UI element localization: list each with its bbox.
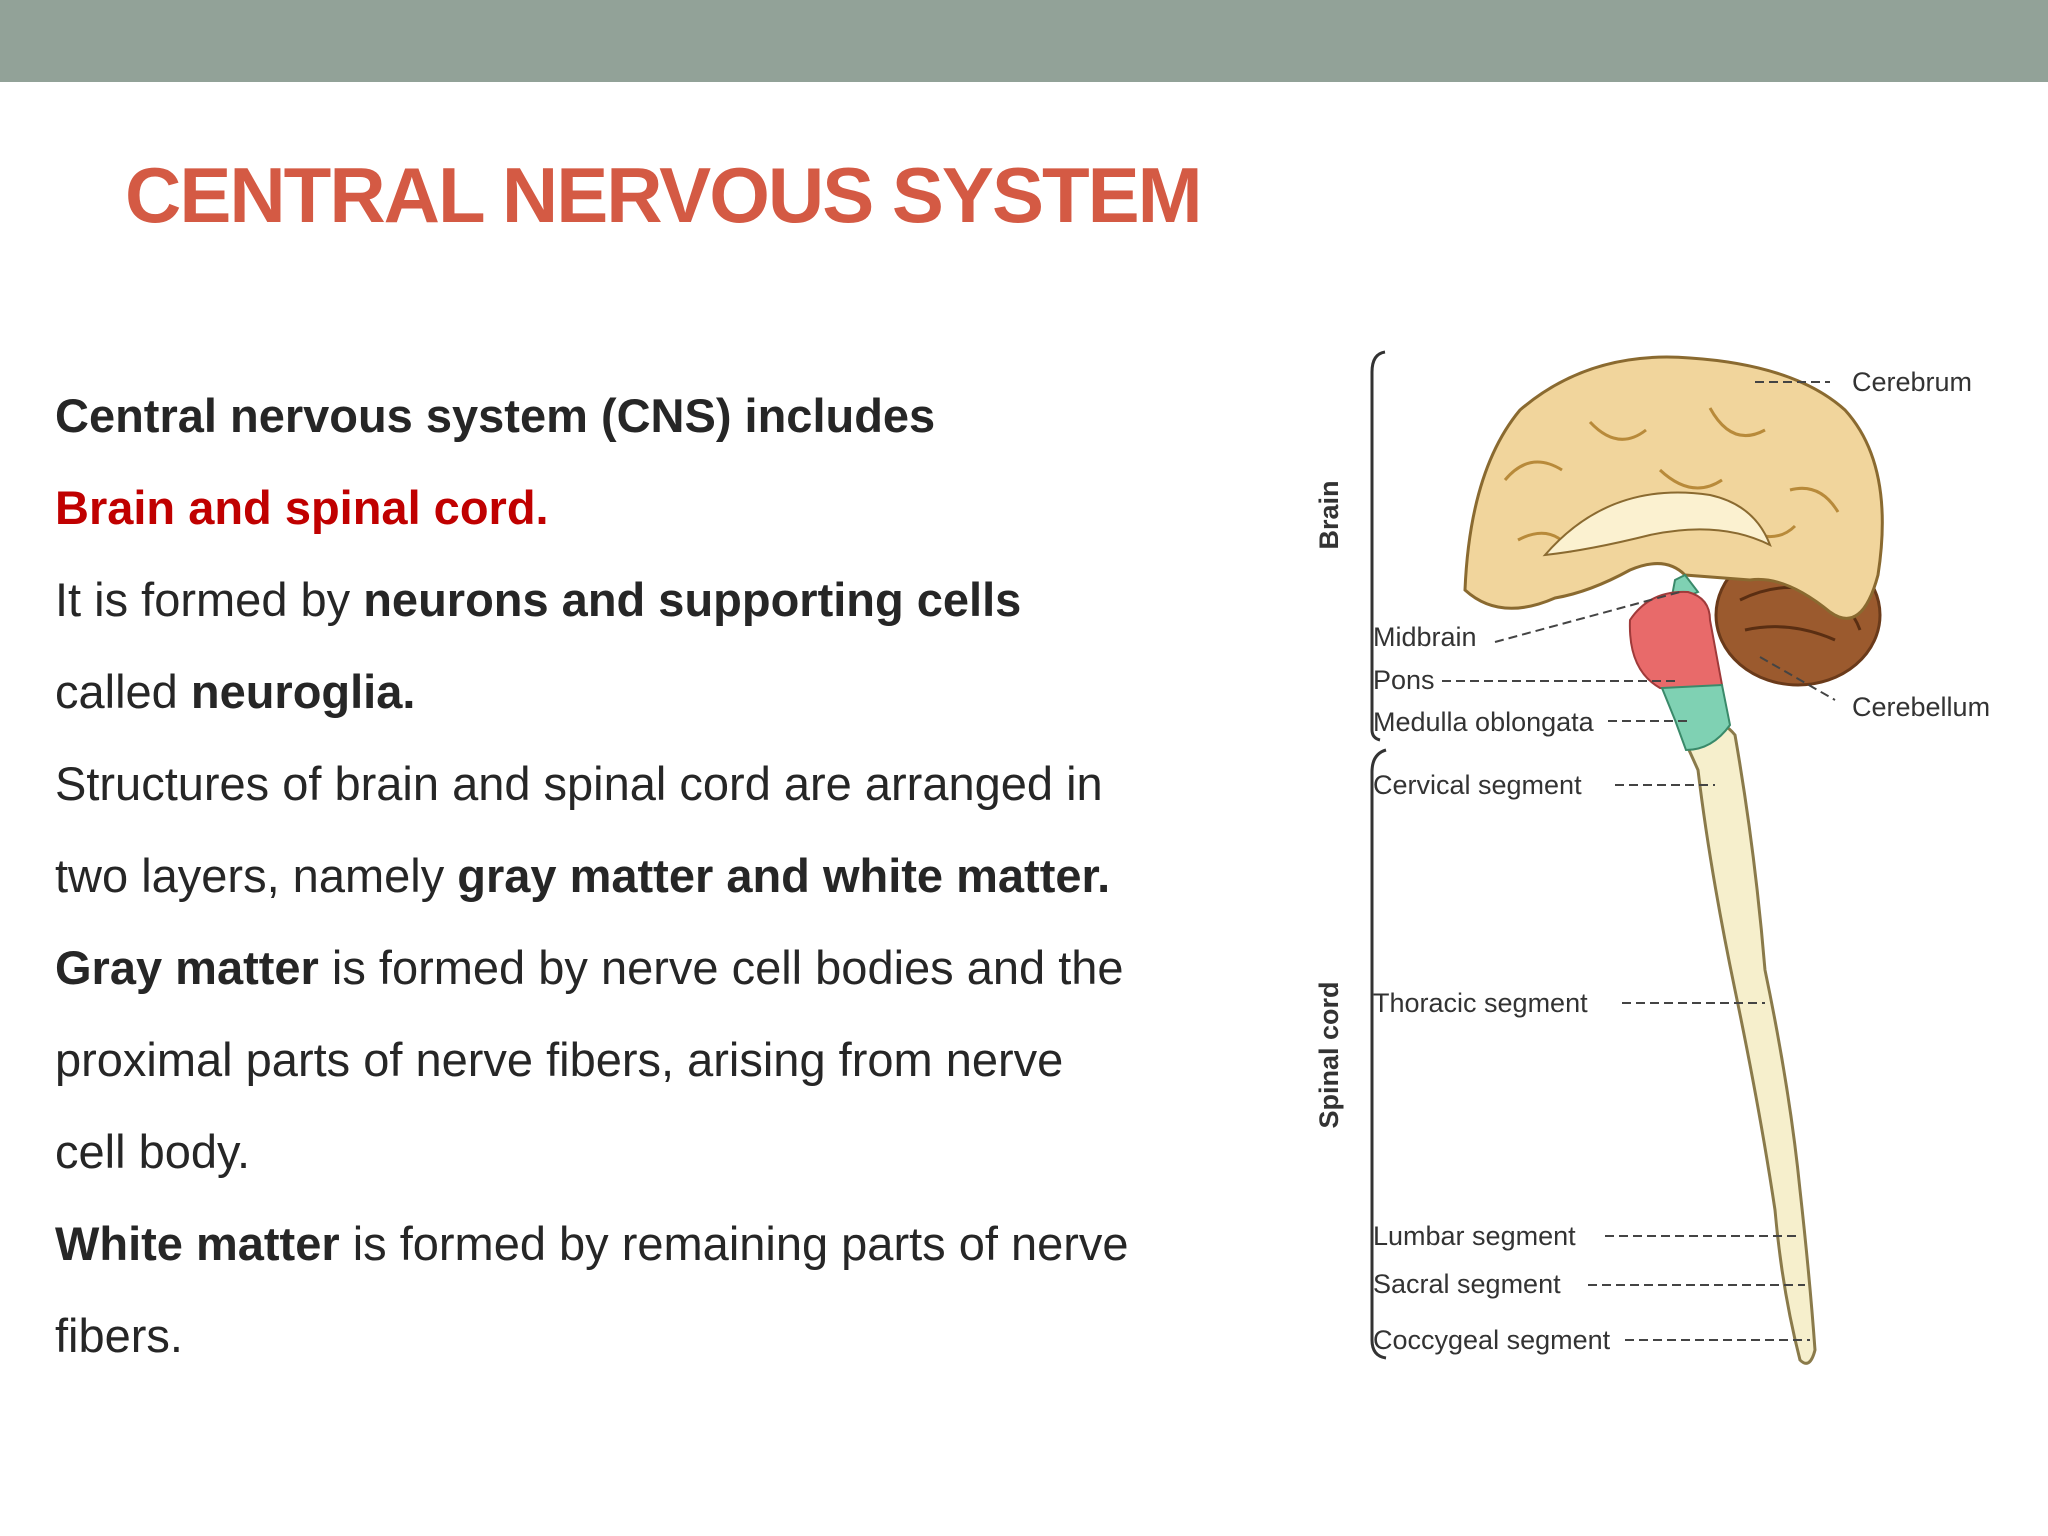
line-11: fibers. [55,1290,1275,1382]
lumbar-label: Lumbar segment [1373,1221,1576,1251]
line-8: proximal parts of nerve fibers, arising … [55,1014,1275,1106]
line-3: It is formed by neurons and supporting c… [55,554,1275,646]
line-2: Brain and spinal cord. [55,462,1275,554]
line-9: cell body. [55,1106,1275,1198]
spinal-bracket-label: Spinal cord [1314,981,1344,1128]
white-matter-def: is formed by remaining parts of nerve [339,1217,1129,1270]
formed-by-text: It is formed by [55,573,364,626]
gray-matter-def: is formed by nerve cell bodies and the [318,941,1124,994]
line-1: Central nervous system (CNS) includes [55,370,1275,462]
medulla-shape [1660,683,1732,752]
cns-diagram: Brain Spinal cord Cerebrum Cerebellum Mi… [1314,350,1990,1365]
white-matter-term: White matter [55,1217,340,1270]
structures-text: Structures of brain and spinal cord are … [55,757,1103,810]
sacral-label: Sacral segment [1373,1269,1561,1299]
fibers-text: fibers. [55,1309,183,1362]
proximal-text: proximal parts of nerve fibers, arising … [55,1033,1064,1086]
spinal-bracket [1370,748,1387,1360]
thoracic-label: Thoracic segment [1373,988,1588,1018]
two-layers-text: two layers, namely [55,849,458,902]
spinal-cord-shape [1678,719,1817,1365]
slide-title: CENTRAL NERVOUS SYSTEM [125,151,1203,239]
called-text: called [55,665,191,718]
cell-body-text: cell body. [55,1125,251,1178]
corpus-callosum [1542,491,1772,557]
brain-bracket-label: Brain [1314,480,1344,549]
body-text: Central nervous system (CNS) includes Br… [55,370,1275,1382]
cns-includes-text: Central nervous system (CNS) includes [55,389,936,442]
neuroglia-text: neuroglia. [190,665,416,718]
line-7: Gray matter is formed by nerve cell bodi… [55,922,1275,1014]
line-6: two layers, namely gray matter and white… [55,830,1275,922]
top-band [0,0,2048,82]
brain-spinal-cord-text: Brain and spinal cord. [55,481,549,534]
brain-bracket [1370,350,1386,742]
cervical-label: Cervical segment [1373,770,1582,800]
pons-shape [1628,590,1724,691]
pons-label: Pons [1373,665,1435,695]
line-5: Structures of brain and spinal cord are … [55,738,1275,830]
cerebrum-gyri [1503,407,1840,553]
midbrain-label: Midbrain [1373,622,1477,652]
cerebellum-label: Cerebellum [1852,692,1990,722]
medulla-label: Medulla oblongata [1373,707,1595,737]
cerebellum-leader [1759,656,1836,701]
gray-matter-term: Gray matter [55,941,319,994]
line-4: called neuroglia. [55,646,1275,738]
cerebrum-label: Cerebrum [1852,367,1972,397]
neurons-text: neurons and supporting cells [363,573,1022,626]
line-10: White matter is formed by remaining part… [55,1198,1275,1290]
coccygeal-label: Coccygeal segment [1373,1325,1611,1355]
midbrain-leader [1494,591,1681,643]
cerebrum-shape [1463,355,1884,620]
gray-white-text: gray matter and white matter. [457,849,1111,902]
